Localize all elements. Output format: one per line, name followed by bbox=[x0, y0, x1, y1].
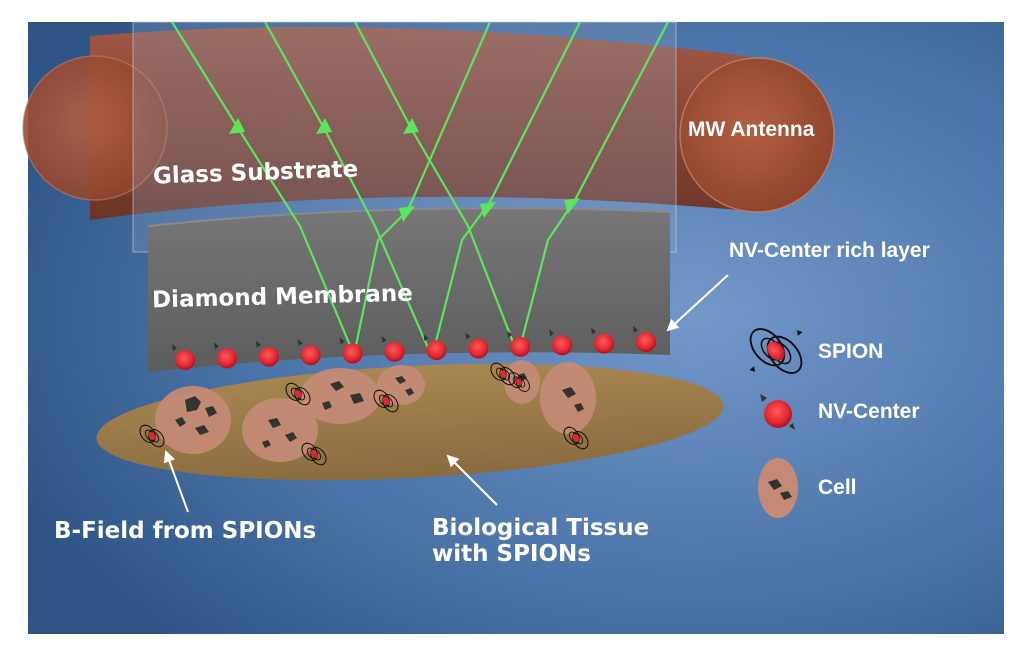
legend-cell-icon bbox=[758, 458, 798, 518]
nv-center bbox=[633, 326, 656, 352]
legend-nv-center-label: NV-Center bbox=[818, 400, 920, 423]
legend bbox=[742, 322, 810, 518]
tissue-label: Biological Tissue with SPIONs bbox=[432, 515, 649, 568]
nv-center bbox=[423, 334, 447, 361]
cell bbox=[155, 386, 231, 454]
nv-center bbox=[591, 327, 615, 354]
cell bbox=[300, 368, 380, 424]
nv-center bbox=[381, 335, 405, 362]
nv-layer-label: NV-Center rich layer bbox=[729, 239, 930, 262]
nv-center-row bbox=[172, 326, 656, 370]
annotation-arrows bbox=[163, 274, 729, 513]
laser-arrowheads bbox=[229, 118, 580, 222]
mw-antenna bbox=[22, 26, 835, 220]
tissue-label-line2: with SPIONs bbox=[432, 541, 591, 568]
nv-center bbox=[507, 330, 531, 357]
cell bbox=[242, 398, 318, 462]
tissue-label-line1: Biological Tissue bbox=[432, 515, 650, 541]
nanoparticle-clusters bbox=[175, 373, 584, 448]
legend-cell-label: Cell bbox=[818, 476, 857, 499]
legend-spion-label: SPION bbox=[818, 340, 884, 363]
nv-center bbox=[549, 329, 573, 356]
nv-center bbox=[213, 342, 237, 369]
nv-center bbox=[255, 340, 279, 367]
nv-center bbox=[172, 344, 195, 370]
nv-center bbox=[465, 332, 489, 359]
nv-center bbox=[339, 337, 363, 364]
legend-nv-center-icon bbox=[760, 394, 795, 430]
mw-antenna-label: MW Antenna bbox=[688, 118, 815, 141]
nv-center bbox=[297, 339, 321, 366]
b-field-label: B-Field from SPIONs bbox=[54, 518, 317, 544]
